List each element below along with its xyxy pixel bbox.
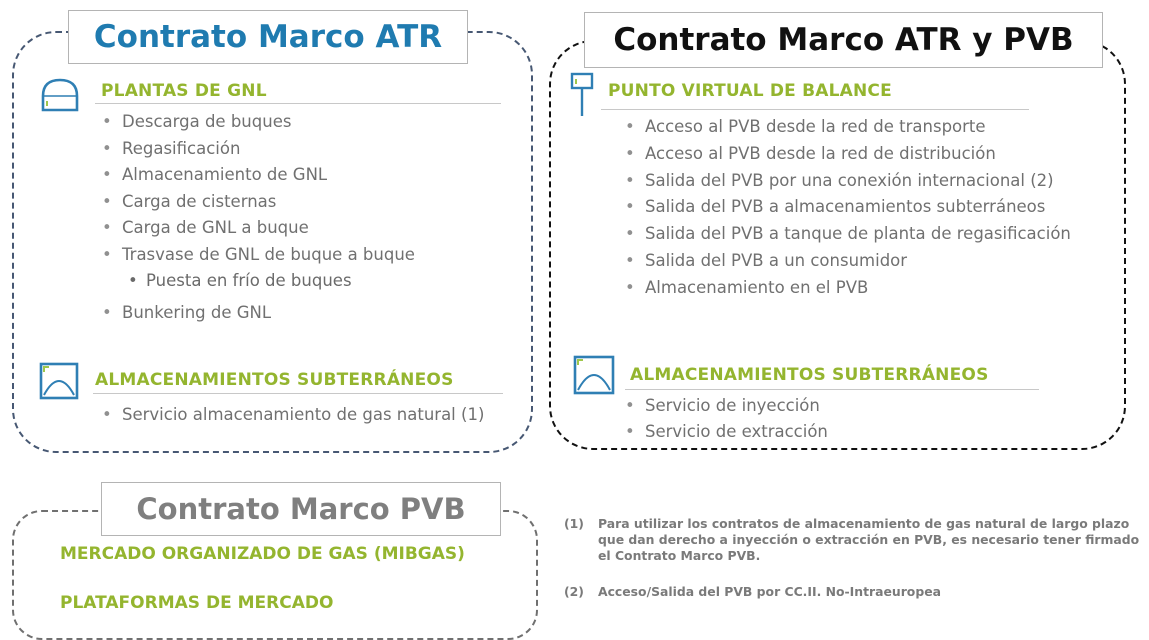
virtual-balance-point-icon	[570, 72, 594, 116]
list-subitem: Puesta en frío de buques	[100, 268, 415, 295]
list-item: Salida del PVB a tanque de planta de reg…	[623, 221, 1071, 248]
list-item: Acceso al PVB desde la red de transporte	[623, 114, 1071, 141]
market-platforms-item: PLATAFORMAS DE MERCADO	[60, 593, 334, 613]
footnote-text: Para utilizar los contratos de almacenam…	[598, 516, 1140, 563]
list-item: Servicio de inyección	[623, 393, 828, 419]
atr-contract-title: Contrato Marco ATR	[68, 10, 468, 64]
footnote-number: (2)	[564, 584, 584, 599]
pvb-storage-rule	[625, 389, 1039, 390]
atr-storage-heading: ALMACENAMIENTOS SUBTERRÁNEOS	[95, 370, 454, 390]
list-item: Almacenamiento en el PVB	[623, 275, 1071, 302]
lng-plants-heading: PLANTAS DE GNL	[101, 81, 267, 101]
list-item: Almacenamiento de GNL	[100, 162, 415, 189]
list-item: Salida del PVB por una conexión internac…	[623, 168, 1071, 195]
lng-plants-rule	[95, 103, 501, 104]
list-item: Regasificación	[100, 136, 415, 163]
mibgas-item: MERCADO ORGANIZADO DE GAS (MIBGAS)	[60, 544, 465, 564]
footnote-1: (1) Para utilizar los contratos de almac…	[564, 516, 1144, 564]
list-item: Bunkering de GNL	[100, 300, 415, 327]
pvb-rule	[601, 109, 1029, 110]
list-item: Salida del PVB a un consumidor	[623, 248, 1071, 275]
underground-storage-icon	[573, 355, 615, 395]
lng-plants-list: Descarga de buques Regasificación Almace…	[100, 109, 415, 326]
footnote-2: (2) Acceso/Salida del PVB por CC.II. No-…	[564, 584, 1144, 600]
list-item: Servicio de extracción	[623, 419, 828, 445]
atr-storage-list: Servicio almacenamiento de gas natural (…	[100, 402, 484, 428]
list-item: Carga de cisternas	[100, 189, 415, 216]
pvb-storage-heading: ALMACENAMIENTOS SUBTERRÁNEOS	[630, 365, 989, 385]
atr-storage-rule	[93, 393, 503, 394]
underground-storage-icon	[39, 362, 79, 400]
list-item: Salida del PVB a almacenamientos subterr…	[623, 194, 1071, 221]
list-item: Acceso al PVB desde la red de distribuci…	[623, 141, 1071, 168]
atr-pvb-contract-title: Contrato Marco ATR y PVB	[584, 12, 1103, 68]
list-item: Carga de GNL a buque	[100, 215, 415, 242]
list-item: Servicio almacenamiento de gas natural (…	[100, 402, 484, 428]
footnote-text: Acceso/Salida del PVB por CC.II. No-Intr…	[598, 584, 941, 599]
pvb-list: Acceso al PVB desde la red de transporte…	[623, 114, 1071, 302]
pvb-heading: PUNTO VIRTUAL DE BALANCE	[608, 81, 892, 101]
pvb-contract-title: Contrato Marco PVB	[101, 482, 501, 536]
list-item: Descarga de buques	[100, 109, 415, 136]
list-item: Trasvase de GNL de buque a buque	[100, 242, 415, 269]
footnote-number: (1)	[564, 516, 584, 531]
pvb-storage-list: Servicio de inyección Servicio de extrac…	[623, 393, 828, 445]
lng-tank-icon	[41, 78, 79, 112]
